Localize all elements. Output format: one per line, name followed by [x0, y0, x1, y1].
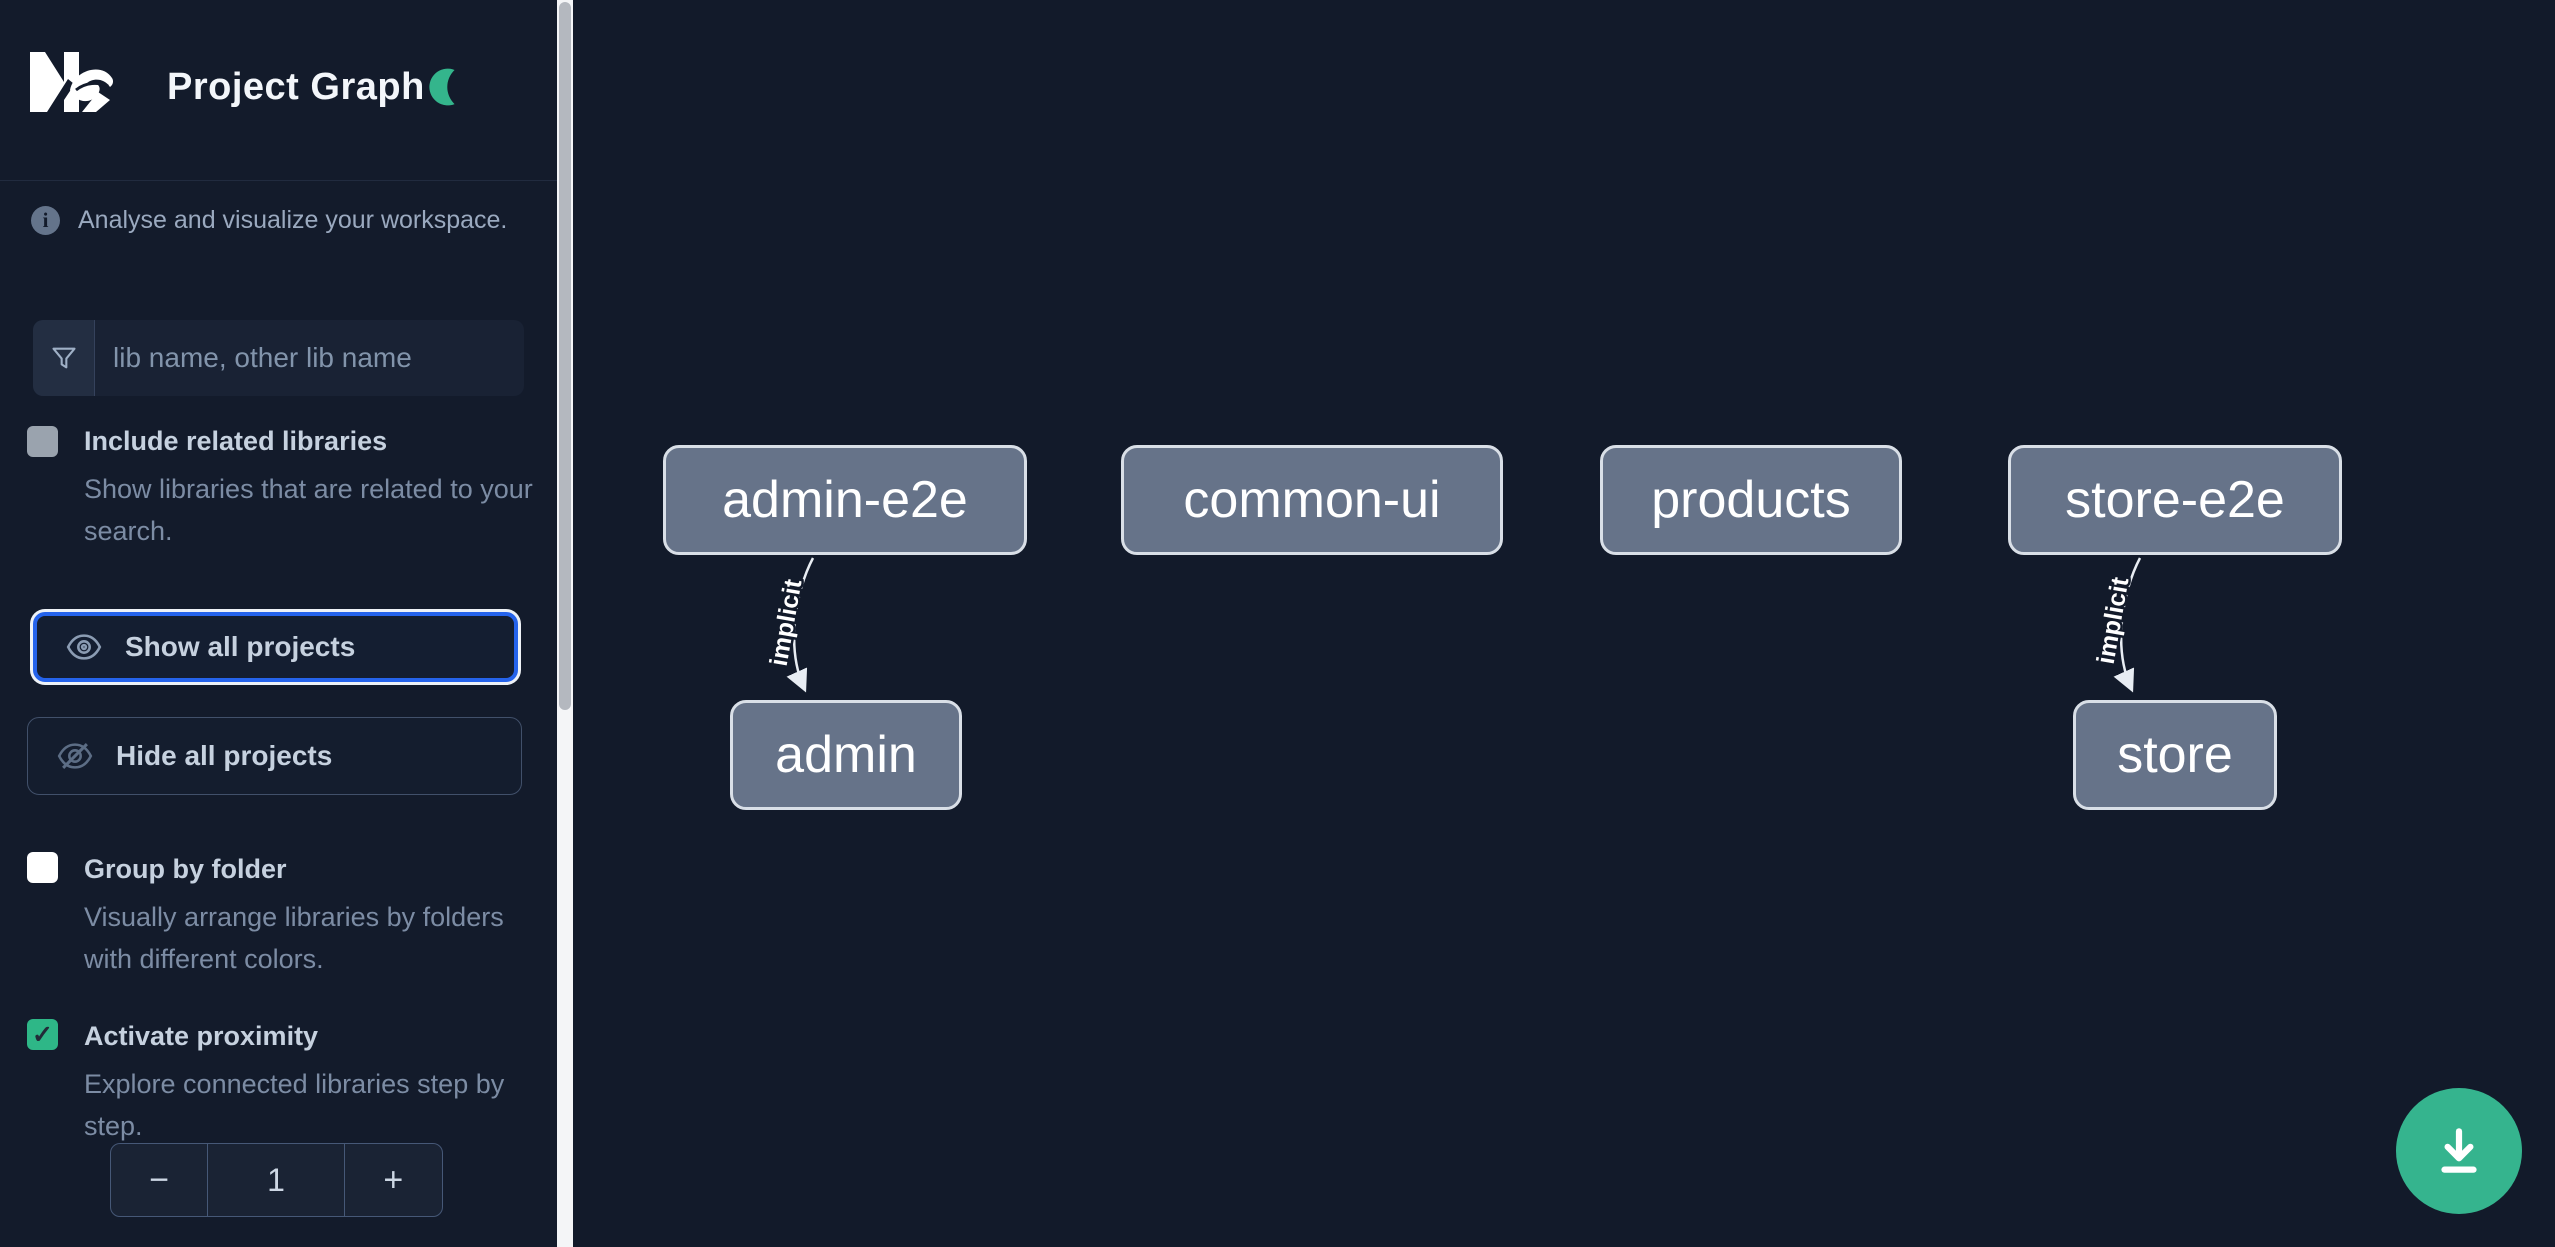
- activate-proximity-checkbox[interactable]: ✓: [27, 1019, 58, 1050]
- graph-canvas[interactable]: implicit implicit admin-e2e common-ui pr…: [573, 0, 2555, 1247]
- page-title: Project Graph: [167, 66, 425, 108]
- sidebar-scrollbar-thumb[interactable]: [559, 2, 571, 710]
- eye-slash-icon: [57, 743, 93, 769]
- check-icon: ✓: [32, 1020, 53, 1049]
- group-by-folder-label: Group by folder: [84, 854, 287, 884]
- proximity-stepper: − 1 +: [110, 1143, 443, 1217]
- info-icon: i: [31, 205, 60, 235]
- download-icon: [2441, 1128, 2477, 1173]
- edge-admin-e2e-admin[interactable]: [786, 557, 815, 693]
- group-by-folder-checkbox[interactable]: [27, 852, 58, 883]
- moon-icon: [429, 68, 455, 105]
- edge-label: implicit: [765, 576, 808, 668]
- graph-node-store[interactable]: store: [2073, 700, 2277, 810]
- nx-logo-icon: [30, 52, 114, 112]
- filter-icon: [33, 320, 95, 396]
- increment-button[interactable]: +: [345, 1144, 442, 1216]
- sidebar: Project Graph i Analyse and visualize yo…: [0, 0, 557, 1247]
- graph-node-admin[interactable]: admin: [730, 700, 962, 810]
- graph-node-common-ui[interactable]: common-ui: [1121, 445, 1503, 555]
- workspace-tagline-row: i Analyse and visualize your workspace.: [31, 200, 507, 240]
- show-all-projects-label: Show all projects: [125, 631, 356, 662]
- download-graph-button[interactable]: [2396, 1088, 2522, 1214]
- edge-store-e2e-store[interactable]: [2113, 557, 2142, 693]
- proximity-value: 1: [207, 1144, 345, 1216]
- sidebar-scrollbar-track[interactable]: [557, 0, 573, 1247]
- include-related-description: Show libraries that are related to your …: [84, 474, 533, 546]
- edge-label: implicit: [2092, 574, 2135, 666]
- decrement-button[interactable]: −: [111, 1144, 207, 1216]
- search-filter: [33, 320, 524, 396]
- hide-all-projects-button[interactable]: Hide all projects: [27, 717, 522, 795]
- hide-all-projects-label: Hide all projects: [116, 740, 333, 771]
- eye-icon: [66, 634, 102, 660]
- graph-edges: implicit implicit: [762, 557, 2142, 693]
- sidebar-header: Project Graph: [0, 0, 557, 181]
- workspace-tagline: Analyse and visualize your workspace.: [78, 205, 508, 234]
- group-by-folder-description: Visually arrange libraries by folders wi…: [84, 902, 504, 974]
- activate-proximity-description: Explore connected libraries step by step…: [84, 1069, 505, 1141]
- graph-node-products[interactable]: products: [1600, 445, 1902, 555]
- graph-node-admin-e2e[interactable]: admin-e2e: [663, 445, 1027, 555]
- graph-node-store-e2e[interactable]: store-e2e: [2008, 445, 2342, 555]
- theme-toggle-button[interactable]: [424, 64, 472, 112]
- activate-proximity-label: Activate proximity: [84, 1021, 319, 1051]
- show-all-projects-button[interactable]: Show all projects: [33, 612, 518, 682]
- search-input[interactable]: [95, 320, 524, 396]
- include-related-label: Include related libraries: [84, 426, 388, 456]
- include-related-checkbox[interactable]: [27, 426, 58, 457]
